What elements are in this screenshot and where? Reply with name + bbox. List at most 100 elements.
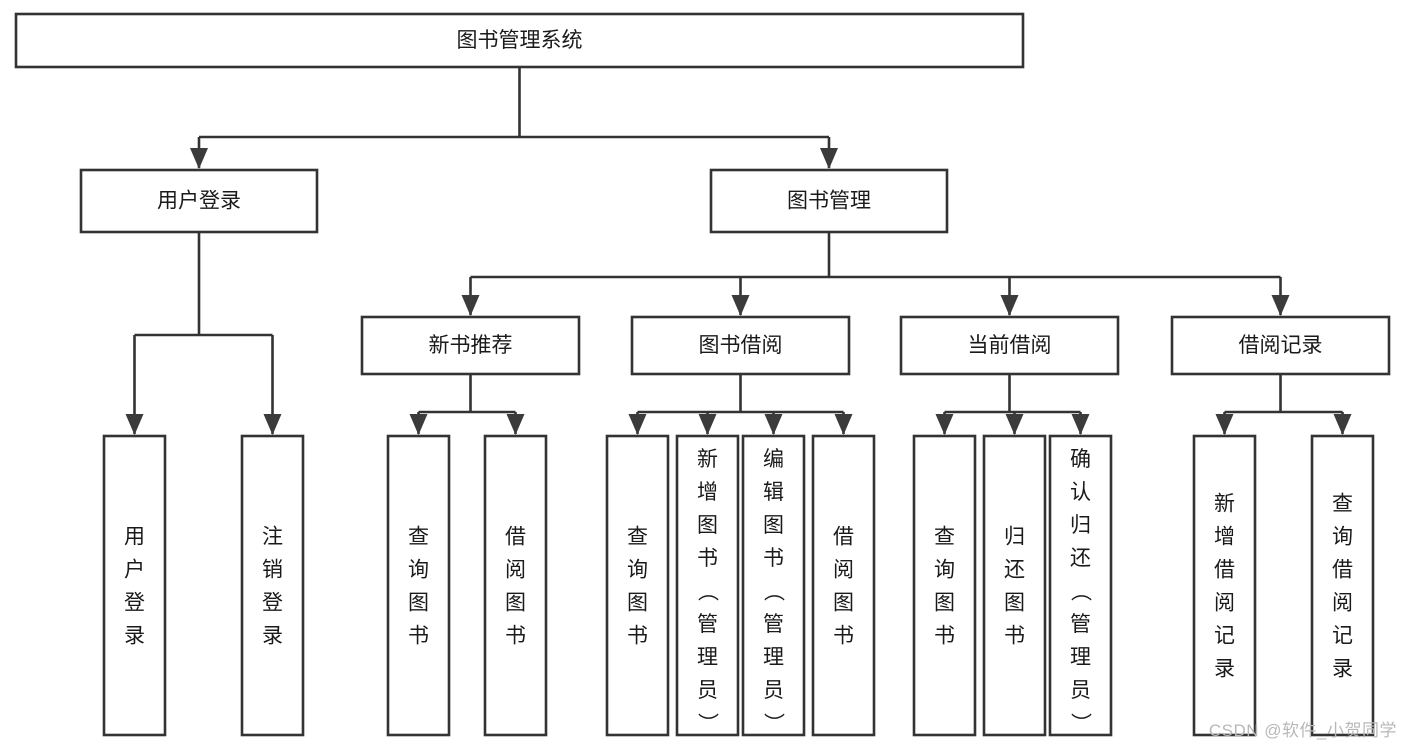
- arrow-head-icon: [263, 414, 282, 435]
- node-label-char: 询: [1332, 526, 1353, 549]
- node-label-char: 图: [763, 514, 784, 537]
- arrow-head-icon: [1000, 295, 1019, 316]
- node-l3-借阅记录[interactable]: 借阅记录: [1170, 315, 1391, 376]
- node-label: 图书管理: [787, 190, 871, 213]
- node-label-char: 归: [1070, 514, 1091, 537]
- node-label-char: 归: [1004, 526, 1025, 549]
- node-l3-新书推荐[interactable]: 新书推荐: [360, 315, 581, 376]
- node-label-char: 图: [505, 592, 526, 615]
- node-box: [1310, 434, 1375, 737]
- arrow-head-icon: [506, 414, 525, 435]
- node-label-char: 询: [408, 559, 429, 582]
- node-label-char: 查: [934, 526, 955, 549]
- node-label-char: 书: [697, 547, 718, 570]
- connectors-layer: [125, 67, 1352, 435]
- node-label-char: 登: [262, 592, 283, 615]
- node-label-char: 销: [262, 559, 283, 582]
- node-label-char: 借: [505, 526, 526, 549]
- node-label-char: ）: [762, 713, 785, 734]
- node-l3-图书借阅[interactable]: 图书借阅: [630, 315, 851, 376]
- node-label-char: 书: [1004, 625, 1025, 648]
- node-label-char: 注: [262, 526, 283, 549]
- node-label-char: （: [762, 581, 785, 602]
- node-label-char: 图: [697, 514, 718, 537]
- node-label-char: 书: [408, 625, 429, 648]
- node-label-char: 录: [124, 625, 145, 648]
- node-box: [630, 315, 851, 376]
- node-label-char: 编: [763, 448, 784, 471]
- node-label-char: 书: [934, 625, 955, 648]
- node-label-char: 还: [1004, 559, 1025, 582]
- node-box: [605, 434, 670, 737]
- node-label: 用户登录: [157, 190, 241, 213]
- node-label: 借阅记录: [1239, 334, 1323, 357]
- node-label: 图书管理系统: [457, 29, 583, 52]
- node-label-char: 查: [1332, 493, 1353, 516]
- node-box: [79, 168, 319, 234]
- node-label-char: 理: [697, 646, 718, 669]
- node-leaf-用户登录[interactable]: 用户登录: [102, 434, 167, 737]
- node-box: [811, 434, 876, 737]
- node-box: [360, 315, 581, 376]
- node-box: [709, 168, 949, 234]
- node-label: 新书推荐: [429, 334, 513, 357]
- node-label-char: 书: [763, 547, 784, 570]
- arrow-head-icon: [1215, 414, 1234, 435]
- node-label-char: 图: [627, 592, 648, 615]
- node-label-char: 阅: [1332, 592, 1353, 615]
- node-box: [240, 434, 305, 737]
- arrow-head-icon: [764, 414, 783, 435]
- node-label-char: （: [696, 581, 719, 602]
- arrow-head-icon: [698, 414, 717, 435]
- node-label-char: 确: [1070, 448, 1091, 471]
- node-label-char: 阅: [505, 559, 526, 582]
- node-label-char: 录: [1332, 658, 1353, 681]
- node-box: [386, 434, 451, 737]
- node-label-char: 图: [408, 592, 429, 615]
- arrow-head-icon: [935, 414, 954, 435]
- node-label-char: 图: [934, 592, 955, 615]
- node-label-char: 借: [833, 526, 854, 549]
- node-box: [912, 434, 977, 737]
- arrow-head-icon: [461, 295, 480, 316]
- node-label-char: 查: [408, 526, 429, 549]
- node-label-char: 增: [697, 481, 718, 504]
- node-l3-当前借阅[interactable]: 当前借阅: [899, 315, 1120, 376]
- node-box: [1192, 434, 1257, 737]
- arrow-head-icon: [190, 148, 208, 169]
- arrow-head-icon: [1005, 414, 1024, 435]
- node-label-char: 管: [763, 613, 784, 636]
- node-label-char: 记: [1214, 625, 1235, 648]
- node-box: [102, 434, 167, 737]
- node-label-char: （: [1069, 581, 1092, 602]
- arrow-head-icon: [731, 295, 750, 316]
- node-box: [1048, 434, 1113, 737]
- node-label-char: 书: [833, 625, 854, 648]
- node-label-char: 录: [1214, 658, 1235, 681]
- node-label-char: 新: [697, 448, 718, 471]
- node-l2-用户登录[interactable]: 用户登录: [79, 168, 319, 234]
- node-box: [741, 434, 806, 737]
- node-l2-图书管理[interactable]: 图书管理: [709, 168, 949, 234]
- arrow-head-icon: [1333, 414, 1352, 435]
- node-label-char: 员: [1070, 679, 1091, 702]
- node-label-char: 户: [124, 559, 145, 582]
- node-root-图书管理系统[interactable]: 图书管理系统: [14, 12, 1025, 69]
- node-label-char: 员: [697, 679, 718, 702]
- arrow-head-icon: [125, 414, 144, 435]
- node-label-char: 辑: [763, 481, 784, 504]
- arrow-head-icon: [820, 148, 838, 169]
- node-label-char: 书: [627, 625, 648, 648]
